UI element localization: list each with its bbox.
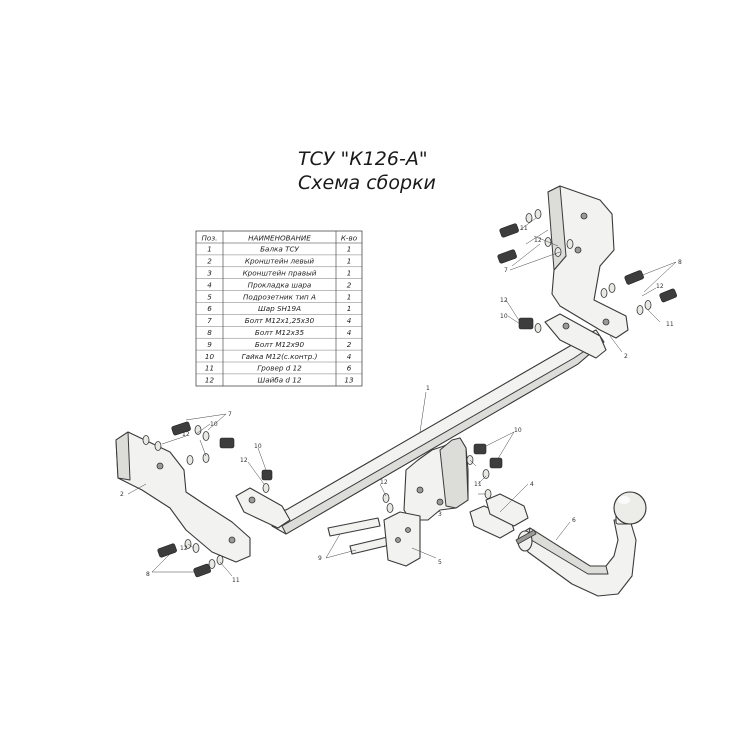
table-cell-name: Кронштейн левый (245, 257, 315, 266)
title-line-2: Схема сборки (298, 172, 436, 194)
table-cell-qty: 4 (347, 352, 352, 361)
table-cell-name: Балка ТСУ (260, 245, 299, 254)
callout-10-a: 10 (500, 313, 508, 320)
callout-12-c: 12 (500, 297, 508, 304)
callout-9: 9 (318, 555, 322, 562)
table-cell-pos: 9 (207, 340, 212, 349)
table-cell-qty: 2 (347, 280, 352, 289)
table-cell-pos: 12 (205, 376, 215, 385)
callout-11-b: 11 (666, 321, 674, 328)
table-cell-pos: 11 (205, 364, 214, 373)
callout-6: 6 (572, 517, 576, 524)
table-cell-name: Прокладка шара (248, 280, 312, 289)
table-cell-pos: 4 (207, 280, 212, 289)
title-line-1: ТСУ "К126-А" (298, 148, 428, 170)
bracket-right-part (547, 185, 629, 339)
table-row: 11 Гровер d 12 6 (205, 364, 352, 373)
bracket-left-part (115, 431, 251, 563)
table-cell-qty: 4 (347, 316, 352, 325)
table-cell-name: Болт M12x90 (255, 340, 305, 349)
callout-10-d: 10 (514, 427, 522, 434)
table-row: 9 Болт M12x90 2 (207, 340, 352, 349)
fasteners-right-upper (497, 209, 677, 333)
table-row: 4 Прокладка шара 2 (207, 280, 352, 289)
table-cell-qty: 1 (347, 269, 352, 278)
table-cell-name: Кронштейн правый (243, 269, 317, 278)
callout-10-c: 10 (254, 443, 262, 450)
callout-8-left: 8 (146, 571, 150, 578)
callout-2-right: 2 (624, 353, 628, 360)
table-cell-pos: 1 (207, 245, 212, 254)
callout-10-b: 10 (210, 421, 218, 428)
table-cell-name: Гайка M12(с.контр.) (242, 352, 318, 361)
callout-7-right: 7 (504, 267, 508, 274)
tow-beam-part (235, 313, 607, 535)
callout-2-left: 2 (120, 491, 124, 498)
table-cell-pos: 10 (205, 352, 215, 361)
table-cell-name: Шар SH19A (258, 304, 301, 313)
socket-plate-part (383, 511, 421, 567)
table-cell-qty: 1 (347, 304, 352, 313)
table-row: 7 Болт M12x1,25x30 4 (207, 316, 352, 325)
callout-12-b: 12 (656, 283, 664, 290)
table-row: 8 Болт M12x35 4 (207, 328, 352, 337)
fasteners-center-right (466, 443, 503, 499)
callout-12-d: 12 (182, 431, 190, 438)
table-cell-name: Гровер d 12 (257, 364, 302, 373)
callout-12-f: 12 (180, 545, 188, 552)
callout-1: 1 (426, 385, 430, 392)
callout-11-a: 11 (520, 225, 528, 232)
table-cell-name: Болт M12x35 (255, 328, 305, 337)
table-cell-qty: 1 (347, 245, 352, 254)
callout-5: 5 (438, 559, 442, 566)
table-header-pos: Поз. (202, 234, 218, 243)
table-row: 12 Шайба d 12 13 (205, 376, 354, 385)
table-row: 10 Гайка M12(с.контр.) 4 (205, 352, 352, 361)
callout-8-right: 8 (678, 259, 682, 266)
table-row: 1 Балка ТСУ 1 (207, 245, 351, 254)
table-cell-pos: 2 (207, 257, 212, 266)
callout-12-a: 12 (534, 237, 542, 244)
table-cell-pos: 5 (207, 292, 212, 301)
callout-11-d: 11 (474, 481, 482, 488)
tow-ball-part (515, 491, 647, 597)
table-cell-pos: 6 (207, 304, 212, 313)
callout-12-g: 12 (380, 479, 388, 486)
table-cell-name: Шайба d 12 (258, 376, 302, 385)
table-row: 2 Кронштейн левый 1 (207, 257, 351, 266)
table-cell-pos: 3 (207, 269, 212, 278)
callout-12-e: 12 (240, 457, 248, 464)
callout-4: 4 (530, 481, 534, 488)
table-header-qty: К-во (341, 234, 358, 243)
table-row: 5 Подрозетник тип А 1 (207, 292, 351, 301)
long-bolts-part (327, 493, 395, 555)
table-cell-qty: 13 (344, 376, 354, 385)
table-row: 3 Кронштейн правый 1 (207, 269, 351, 278)
ball-spacer-part (469, 493, 529, 539)
table-cell-qty: 2 (347, 340, 352, 349)
table-frame (195, 230, 363, 387)
table-cell-qty: 1 (347, 257, 352, 266)
table-cell-name: Подрозетник тип А (243, 292, 316, 301)
table-cell-qty: 1 (347, 292, 352, 301)
callout-labels: 1 2 2 3 4 5 6 7 7 8 8 9 10 10 10 10 11 1… (120, 225, 682, 584)
callout-3: 3 (438, 511, 442, 518)
table-row: 6 Шар SH19A 1 (207, 304, 351, 313)
callout-7-left: 7 (228, 411, 232, 418)
table-cell-pos: 8 (207, 328, 212, 337)
callout-11-c: 11 (232, 577, 240, 584)
table-header-name: НАИМЕНОВАНИЕ (248, 234, 311, 243)
table-cell-qty: 4 (347, 328, 352, 337)
table-cell-name: Болт M12x1,25x30 (245, 316, 315, 325)
table-cell-pos: 7 (207, 316, 212, 325)
leader-lines (127, 217, 677, 577)
table-cell-qty: 6 (347, 364, 352, 373)
